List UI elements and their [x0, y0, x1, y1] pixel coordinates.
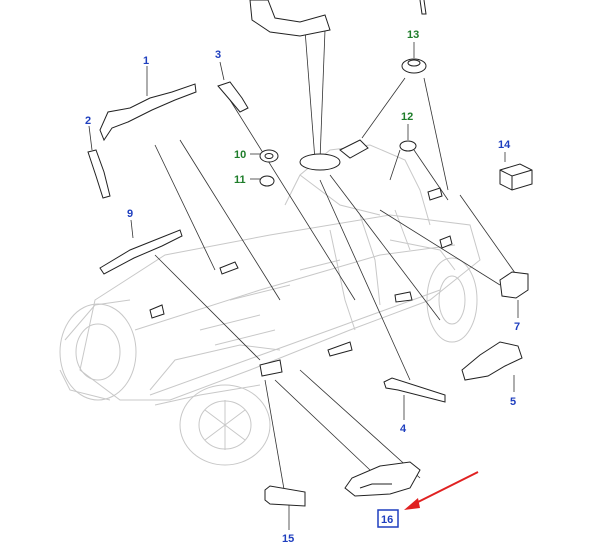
highlight-arrow [404, 471, 479, 510]
callout-2: 2 [85, 115, 91, 127]
callout-15: 15 [282, 533, 294, 545]
part-1-bracket [99, 83, 197, 142]
parts [87, 0, 533, 507]
callout-3: 3 [215, 49, 221, 61]
part-9-rail [99, 229, 183, 275]
callout-4: 4 [400, 423, 407, 435]
callout-13: 13 [407, 29, 419, 41]
callout-16: 16 [381, 514, 393, 526]
leader-lines [88, 29, 521, 530]
part-5-bracket [461, 341, 523, 381]
part-14-module [499, 163, 533, 191]
callout-9: 9 [127, 208, 133, 220]
vehicle-body-outline [59, 144, 481, 466]
callout-14: 14 [498, 139, 511, 151]
callout-labels: 1 2 3 4 5 7 9 10 11 12 13 14 15 16 [85, 29, 520, 545]
part-7-bracket [499, 271, 529, 299]
part-3-bracket [217, 81, 249, 113]
callout-12: 12 [401, 111, 413, 123]
part-2-bracket [87, 149, 111, 199]
part-4-panel [383, 377, 446, 403]
part-12-grommet [399, 140, 417, 152]
part-16-panel [344, 461, 421, 497]
callout-5: 5 [510, 396, 516, 408]
callout-10: 10 [234, 149, 246, 161]
part-11-grommet [259, 175, 275, 187]
center-oval-part [299, 153, 341, 171]
callout-1: 1 [143, 55, 149, 67]
part-15-bracket [264, 485, 306, 507]
callout-16-box [377, 509, 399, 528]
roof-reinforcement-part [249, 0, 331, 37]
callout-11: 11 [234, 174, 246, 186]
callout-7: 7 [514, 321, 520, 333]
